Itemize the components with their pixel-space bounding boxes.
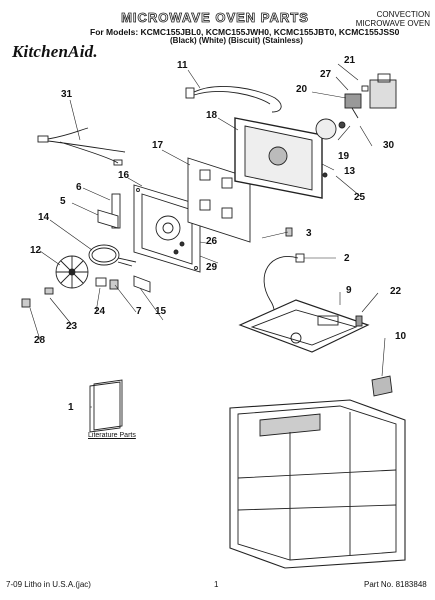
base-plate-part: [238, 299, 370, 353]
callout-19: 19: [338, 151, 350, 162]
callout-23: 23: [66, 321, 78, 332]
callout-12: 12: [30, 245, 42, 256]
footer-part-number: Part No. 8183848: [364, 580, 427, 589]
literature-parts-label: Literature Parts: [88, 432, 136, 439]
callout-5: 5: [60, 196, 66, 207]
page-title: MICROWAVE OVEN PARTS: [121, 10, 309, 26]
callout-25: 25: [354, 192, 366, 203]
callout-1: 1: [68, 402, 74, 413]
colors-line: (Black) (White) (Biscuit) (Stainless): [170, 36, 303, 45]
fan-blade-part: [55, 255, 89, 289]
callout-11: 11: [177, 60, 188, 71]
callout-29: 29: [206, 262, 218, 273]
models-line: For Models: KCMC155JBL0, KCMC155JWH0, KC…: [90, 27, 400, 37]
convection-motor-part: [315, 73, 397, 140]
callout-28: 28: [34, 335, 46, 346]
callout-9: 9: [346, 285, 352, 296]
mounting-frame-part: [133, 184, 201, 273]
heater-element-part: [88, 244, 137, 267]
footer-page-number: 1: [214, 580, 219, 589]
callout-16: 16: [118, 170, 130, 181]
callout-2: 2: [344, 253, 350, 264]
power-cord-part: [185, 86, 282, 113]
bracket-part: [97, 193, 121, 229]
literature-booklet: [89, 379, 123, 433]
callout-13: 13: [344, 166, 356, 177]
brand-logo: KitchenAid.: [12, 42, 98, 61]
wire-harness-part: [37, 127, 126, 166]
callout-31: 31: [61, 89, 73, 100]
callout-7: 7: [136, 306, 142, 317]
callout-leader-lines: [29, 63, 386, 408]
callout-18: 18: [206, 110, 218, 121]
callout-21: 21: [344, 55, 356, 66]
callout-27: 27: [320, 69, 332, 80]
callout-6: 6: [76, 182, 82, 193]
oven-type-subtitle: CONVECTION MICROWAVE OVEN: [355, 10, 430, 28]
callout-30: 30: [383, 140, 395, 151]
callout-3: 3: [306, 228, 312, 239]
footer-litho: 7-09 Litho in U.S.A.(jac): [6, 580, 91, 589]
small-hardware-parts: [21, 172, 328, 308]
callout-20: 20: [296, 84, 308, 95]
switch-part: [371, 375, 393, 397]
callout-22: 22: [390, 286, 402, 297]
callout-15: 15: [155, 306, 167, 317]
oven-cabinet-part: [229, 399, 406, 569]
callout-26: 26: [206, 236, 218, 247]
callout-14: 14: [38, 212, 50, 223]
callout-10: 10: [395, 331, 407, 342]
callout-17: 17: [152, 140, 164, 151]
fan-housing-part: [234, 117, 323, 199]
callout-24: 24: [94, 306, 106, 317]
